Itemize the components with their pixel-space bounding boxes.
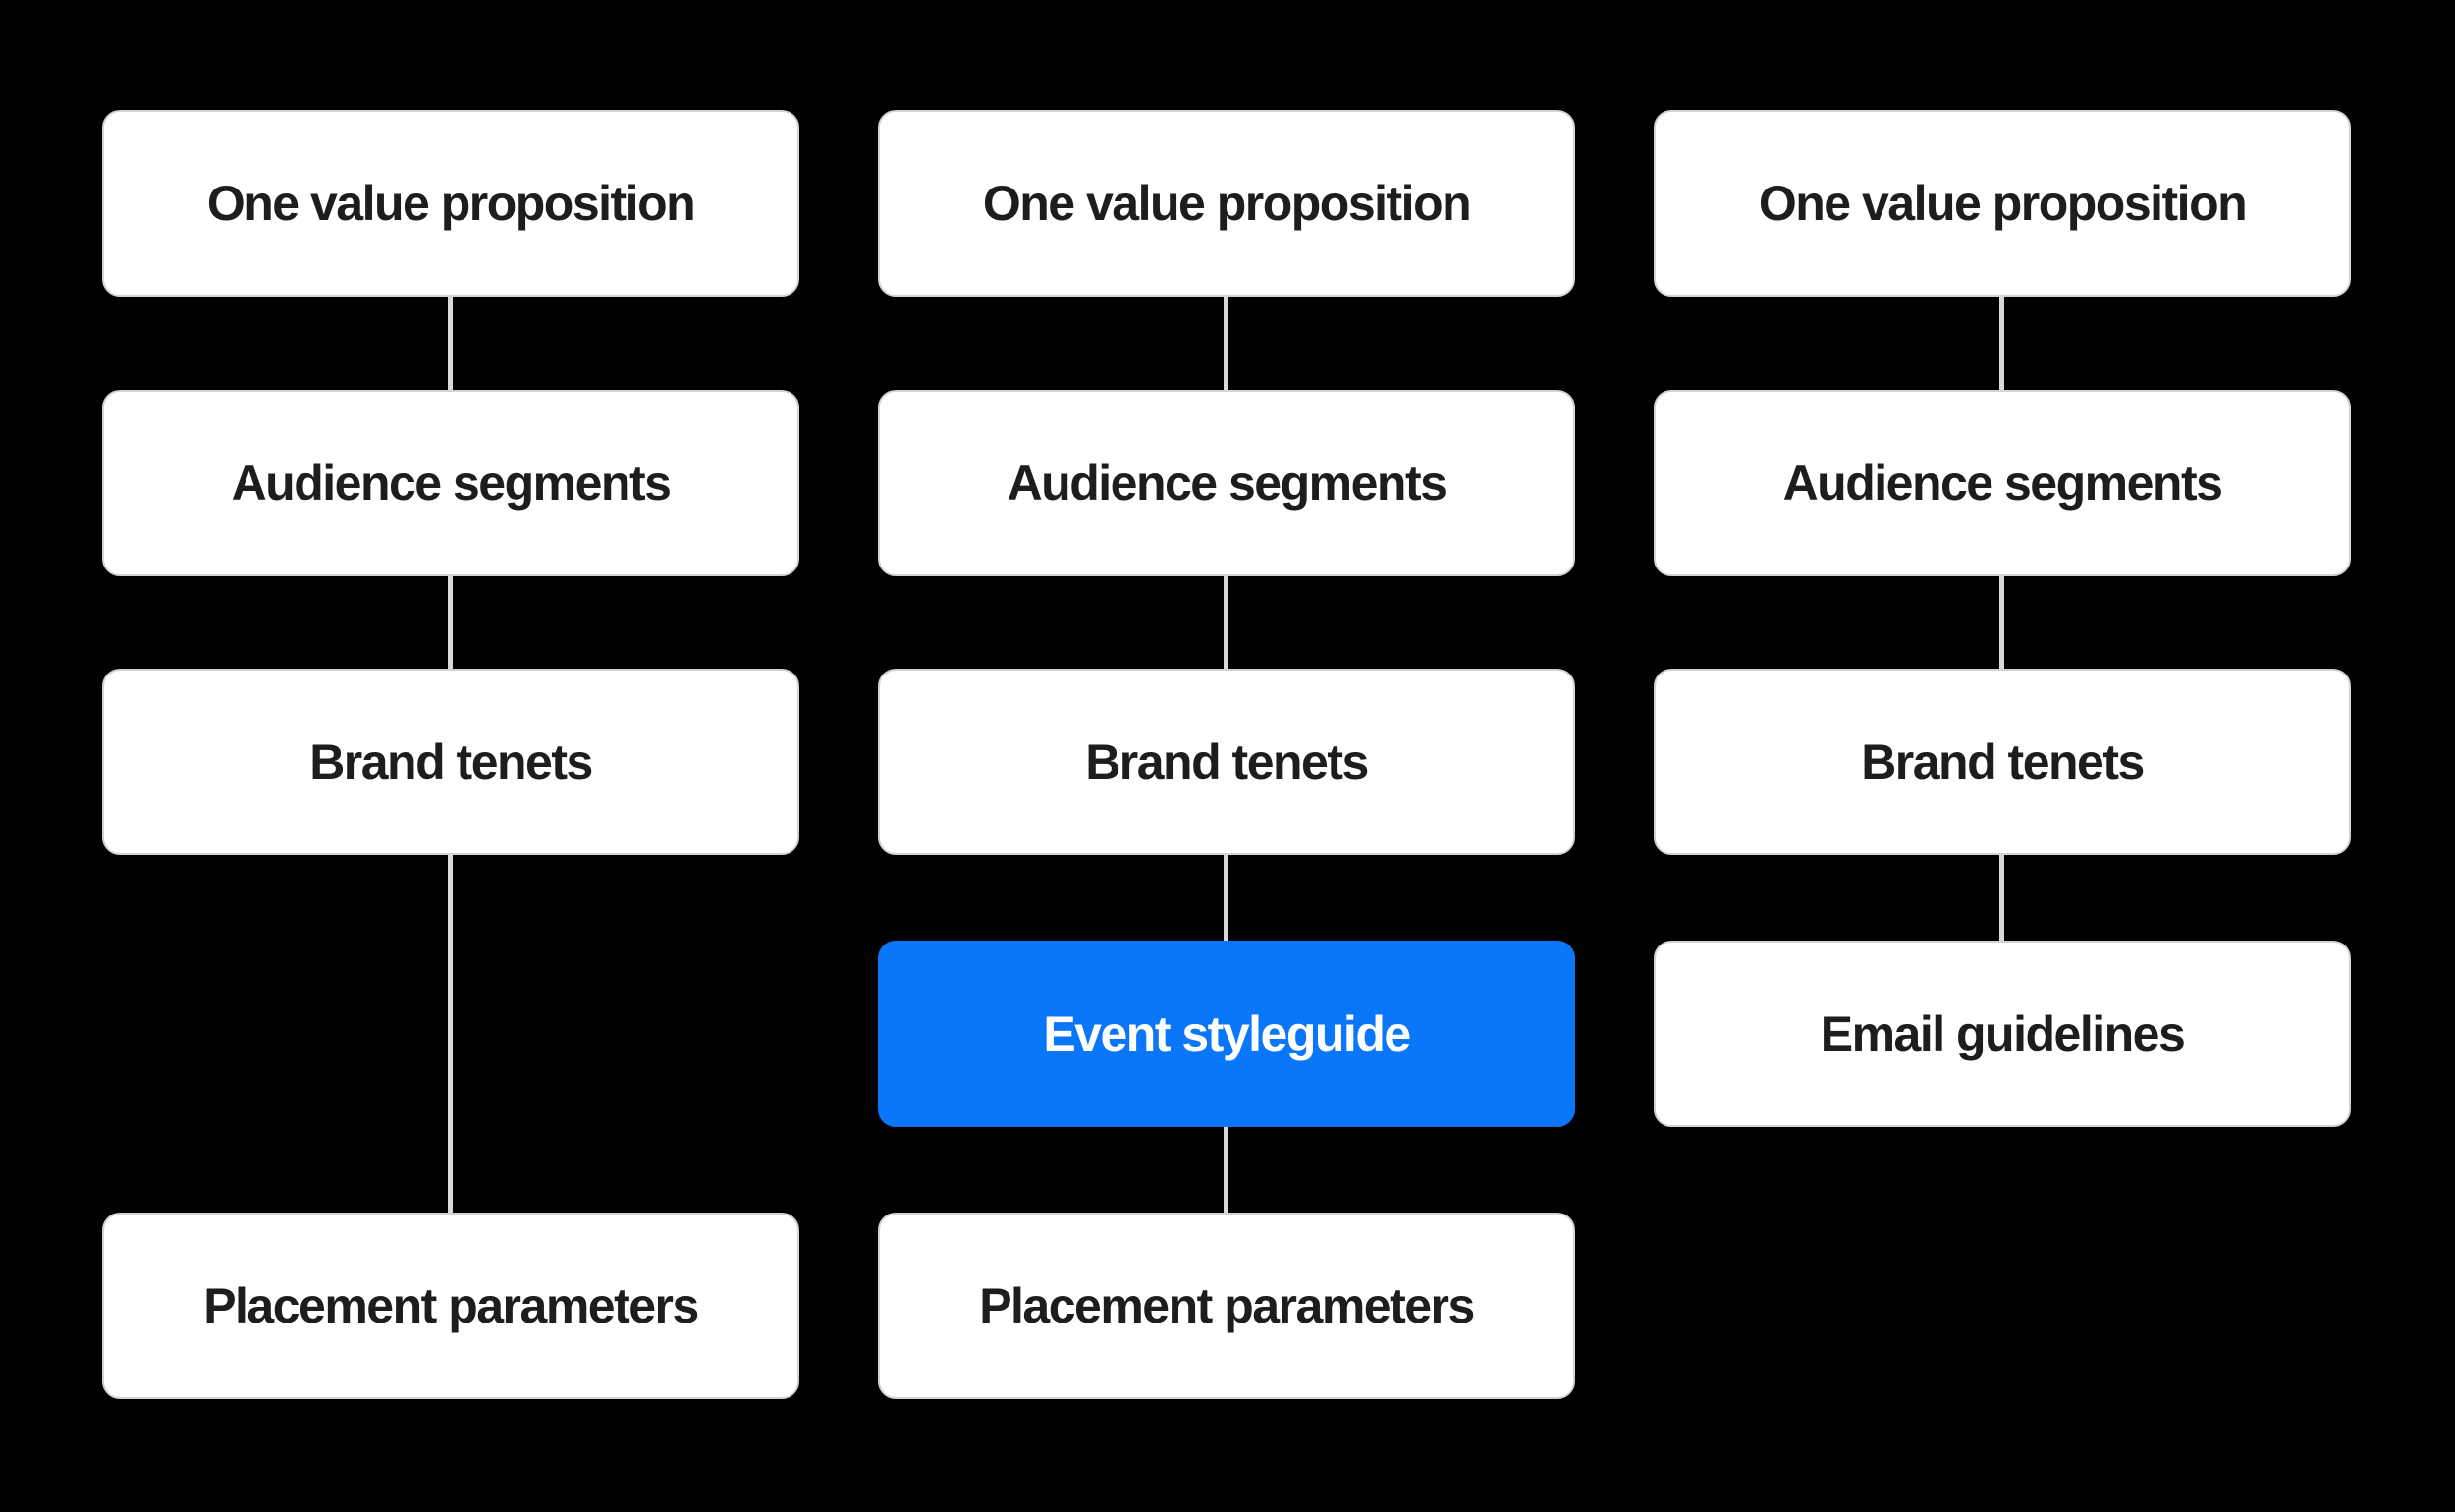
connector-line — [1999, 855, 2004, 941]
connector-line — [1224, 576, 1228, 669]
connector-line — [1999, 297, 2004, 390]
connector-line — [1224, 297, 1228, 390]
node-label: Audience segments — [1782, 456, 2223, 511]
connector-line — [1224, 1127, 1228, 1213]
node-col3-brand-tenets[interactable]: Brand tenets — [1654, 669, 2351, 855]
node-col2-placement-parameters[interactable]: Placement parameters — [878, 1213, 1575, 1399]
node-label: Event styleguide — [1043, 1006, 1411, 1061]
node-col3-audience-segments[interactable]: Audience segments — [1654, 390, 2351, 576]
node-col1-audience-segments[interactable]: Audience segments — [102, 390, 799, 576]
connector-line — [448, 855, 453, 1213]
node-col3-one-value-proposition[interactable]: One value proposition — [1654, 110, 2351, 297]
connector-line — [1999, 576, 2004, 669]
node-label: One value proposition — [982, 176, 1472, 231]
connector-line — [448, 297, 453, 390]
node-col2-event-styleguide-selected[interactable]: Event styleguide — [878, 941, 1575, 1127]
node-col2-audience-segments[interactable]: Audience segments — [878, 390, 1575, 576]
node-label: Audience segments — [231, 456, 672, 511]
node-label: Brand tenets — [1861, 734, 2145, 789]
node-label: Email guidelines — [1820, 1006, 2186, 1061]
node-col1-placement-parameters[interactable]: Placement parameters — [102, 1213, 799, 1399]
node-col1-brand-tenets[interactable]: Brand tenets — [102, 669, 799, 855]
node-col1-one-value-proposition[interactable]: One value proposition — [102, 110, 799, 297]
node-label: Placement parameters — [203, 1278, 699, 1333]
node-col2-brand-tenets[interactable]: Brand tenets — [878, 669, 1575, 855]
node-label: One value proposition — [206, 176, 696, 231]
node-col2-one-value-proposition[interactable]: One value proposition — [878, 110, 1575, 297]
node-col3-email-guidelines[interactable]: Email guidelines — [1654, 941, 2351, 1127]
node-label: Placement parameters — [979, 1278, 1475, 1333]
connector-line — [1224, 855, 1228, 941]
node-label: One value proposition — [1758, 176, 2248, 231]
connector-line — [448, 576, 453, 669]
node-label: Brand tenets — [309, 734, 593, 789]
node-label: Brand tenets — [1085, 734, 1369, 789]
node-label: Audience segments — [1007, 456, 1447, 511]
